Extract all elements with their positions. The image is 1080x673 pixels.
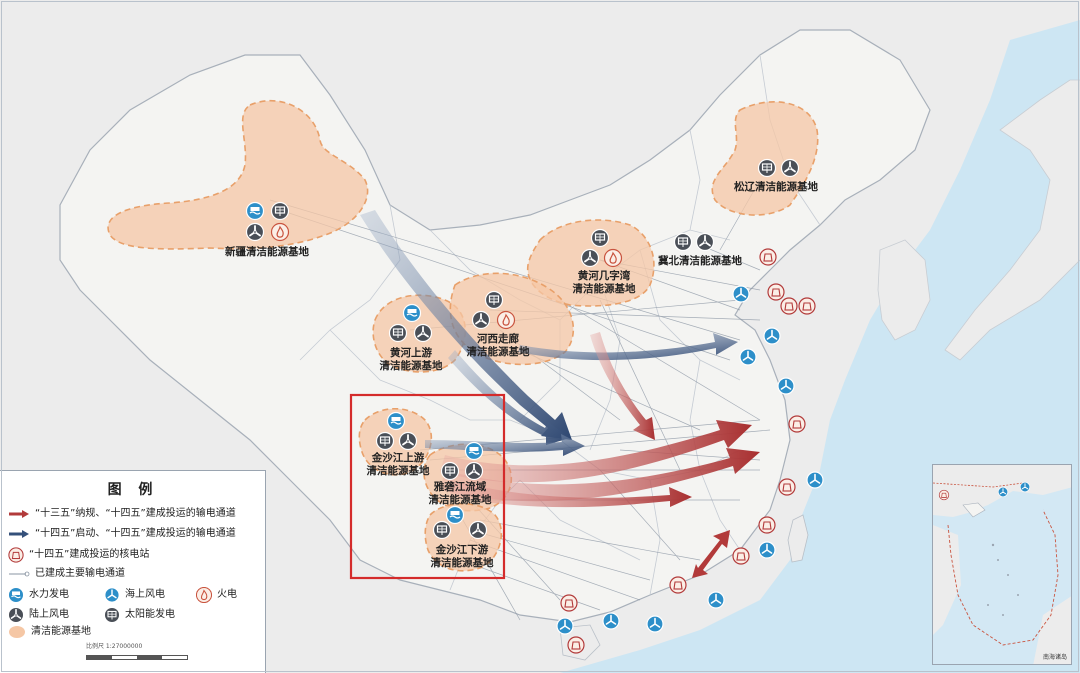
scale-bar xyxy=(86,655,188,660)
wind-icon xyxy=(413,323,433,343)
solar-icon xyxy=(432,520,452,540)
taiwan-island xyxy=(787,514,809,563)
scale-text: 比例尺 1:27000000 xyxy=(86,643,143,650)
nuclear-icon xyxy=(567,636,585,654)
offshore-wind-icon xyxy=(707,591,725,609)
base-jibei: 冀北清洁能源基地 xyxy=(658,232,742,267)
base-label: 金沙江上游清洁能源基地 xyxy=(367,451,430,477)
thermal-icon xyxy=(270,222,290,242)
south-china-sea-inset: 南海诸岛 xyxy=(932,464,1072,665)
nuclear-icon xyxy=(758,516,776,534)
base-label: 河西走廊清洁能源基地 xyxy=(467,332,530,358)
thermal-icon xyxy=(496,310,516,330)
offshore-wind-icon xyxy=(646,615,664,633)
base-label: 冀北清洁能源基地 xyxy=(658,254,742,267)
base-yellow-river-upper: 黄河上游清洁能源基地 xyxy=(380,303,443,372)
solar-icon xyxy=(270,201,290,221)
legend-title: 图 例 xyxy=(107,482,159,498)
inset-map xyxy=(933,465,1071,664)
thermal-icon xyxy=(196,587,212,603)
nuclear-icon xyxy=(732,547,750,565)
highlight-box xyxy=(349,393,506,580)
wind-icon xyxy=(464,461,484,481)
offshore-wind-icon xyxy=(777,377,795,395)
legend-item-blue-arrow: “十四五”启动、“十四五”建成投运的输电通道 xyxy=(8,527,236,541)
wind-icon xyxy=(780,158,800,178)
hydro-icon xyxy=(402,303,422,323)
offshore-wind-icon xyxy=(739,348,757,366)
base-label: 雅砻江流域清洁能源基地 xyxy=(429,480,492,506)
solar-icon xyxy=(440,461,460,481)
base-xinjiang: 新疆清洁能源基地 xyxy=(225,201,309,258)
japan-islands xyxy=(944,79,1080,361)
wind-icon xyxy=(398,431,418,451)
korea-peninsula xyxy=(877,239,931,341)
wind-icon xyxy=(468,520,488,540)
base-label: 新疆清洁能源基地 xyxy=(225,245,309,258)
transmission-line-icon xyxy=(9,571,30,577)
solar-icon xyxy=(388,323,408,343)
base-jinsha-lower: 金沙江下游清洁能源基地 xyxy=(431,505,494,569)
thermal-icon xyxy=(603,248,623,268)
hydro-icon xyxy=(386,411,406,431)
solar-icon xyxy=(484,290,504,310)
legend-item-hydro: 水力发电 xyxy=(8,587,69,603)
base-songliao: 松辽清洁能源基地 xyxy=(734,158,818,193)
wind-icon xyxy=(245,222,265,242)
base-label: 黄河上游清洁能源基地 xyxy=(380,346,443,372)
wind-icon xyxy=(471,310,491,330)
hydro-icon xyxy=(464,441,484,461)
hydro-icon xyxy=(445,505,465,525)
wind-icon xyxy=(695,232,715,252)
solar-icon xyxy=(757,158,777,178)
offshore-wind-icon xyxy=(602,612,620,630)
solar-icon xyxy=(375,431,395,451)
legend-item-offshore: 海上风电 xyxy=(104,587,165,603)
solar-icon xyxy=(104,607,120,623)
wind-icon xyxy=(8,607,24,623)
legend-item-nuclear: “十四五”建成投运的核电站 xyxy=(8,547,149,563)
solar-icon xyxy=(673,232,693,252)
nuclear-icon xyxy=(8,547,24,563)
hydro-icon xyxy=(245,201,265,221)
legend-item-thermal: 火电 xyxy=(196,587,237,603)
nuclear-icon xyxy=(767,283,785,301)
base-yalong-river: 雅砻江流域清洁能源基地 xyxy=(429,441,492,506)
offshore-wind-icon xyxy=(556,617,574,635)
legend-item-base: 清洁能源基地 xyxy=(8,625,91,639)
base-label: 黄河几字湾清洁能源基地 xyxy=(573,269,636,295)
blue-arrow-icon xyxy=(9,530,29,538)
hydro-icon xyxy=(8,587,24,603)
offshore-wind-icon xyxy=(104,587,120,603)
legend-item-red-arrow: “十三五”纳规、“十四五”建成投运的输电通道 xyxy=(8,507,236,521)
base-hexi-corridor: 河西走廊清洁能源基地 xyxy=(467,290,530,358)
offshore-wind-icon xyxy=(758,541,776,559)
base-jinsha-upper: 金沙江上游清洁能源基地 xyxy=(367,411,430,477)
wind-icon xyxy=(580,248,600,268)
legend-item-line: 已建成主要输电通道 xyxy=(8,567,125,581)
nuclear-icon xyxy=(780,297,798,315)
inset-caption: 南海诸岛 xyxy=(1042,654,1067,661)
clean-energy-base-swatch xyxy=(9,626,25,638)
nuclear-icon xyxy=(788,415,806,433)
nuclear-icon xyxy=(669,576,687,594)
base-label: 松辽清洁能源基地 xyxy=(734,180,818,193)
offshore-wind-icon xyxy=(732,285,750,303)
offshore-wind-icon xyxy=(763,327,781,345)
solar-icon xyxy=(590,228,610,248)
offshore-wind-icon xyxy=(806,471,824,489)
red-arrow-icon xyxy=(9,510,29,518)
base-yellow-river-bend: 黄河几字湾清洁能源基地 xyxy=(573,228,636,295)
nuclear-icon xyxy=(798,297,816,315)
legend-item-solar: 太阳能发电 xyxy=(104,607,175,623)
legend-item-wind: 陆上风电 xyxy=(8,607,69,623)
nuclear-icon xyxy=(560,594,578,612)
red-transmission-arrows xyxy=(440,332,760,578)
nuclear-icon xyxy=(778,478,796,496)
base-label: 金沙江下游清洁能源基地 xyxy=(431,543,494,569)
nuclear-icon xyxy=(759,248,777,266)
map-legend: 图 例 “十三五”纳规、“十四五”建成投运的输电通道 “十四五”启动、“十四五”… xyxy=(0,470,266,673)
